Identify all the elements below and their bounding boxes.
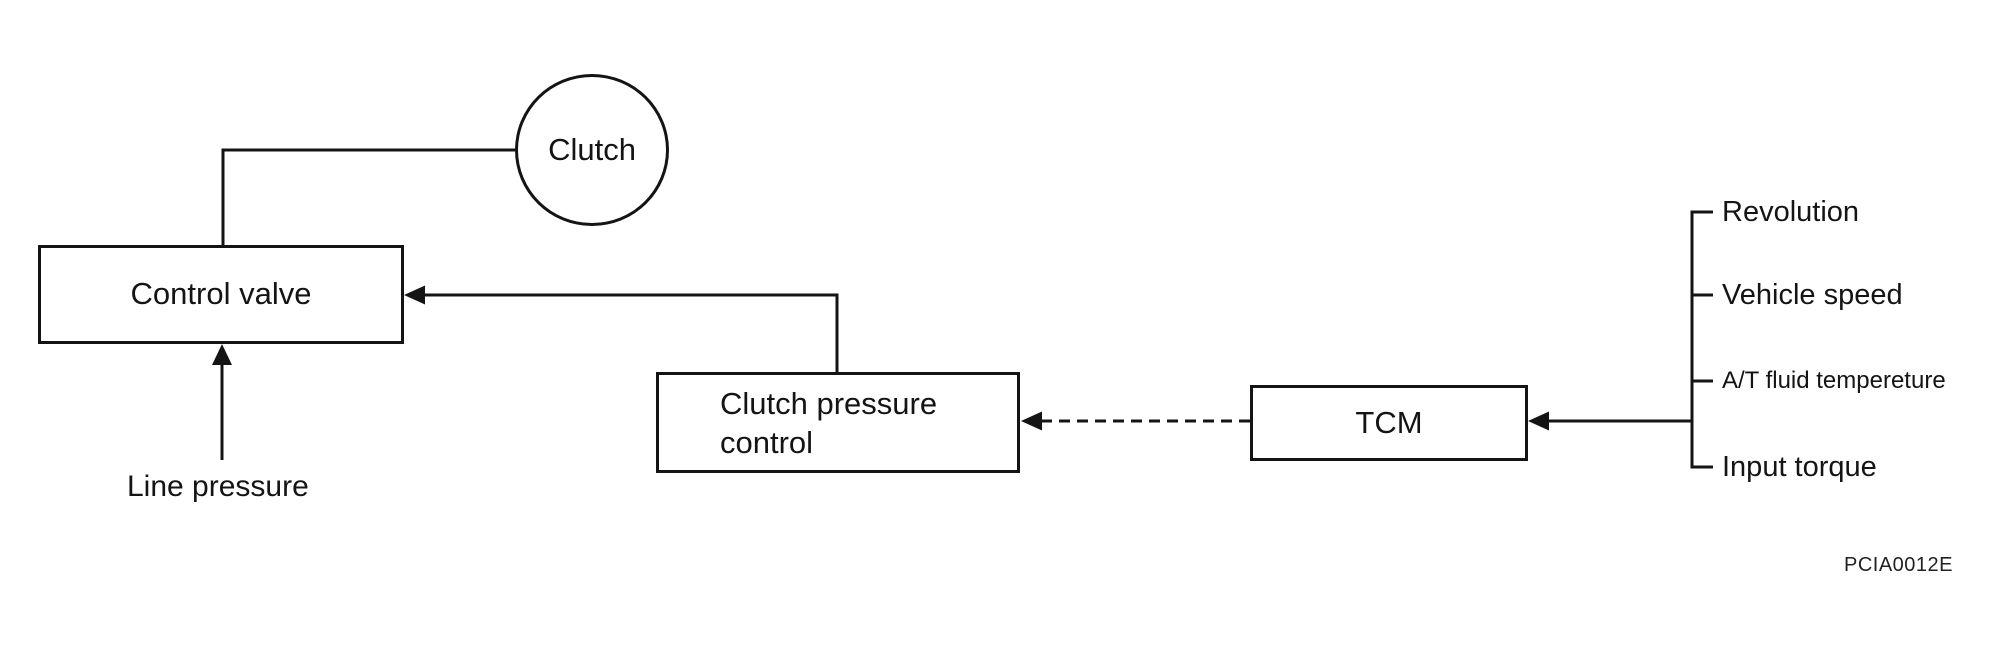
input-label-at-fluid-temperature: A/T fluid tempereture bbox=[1722, 367, 1946, 394]
clutch-pressure-control-node: Clutch pressure control bbox=[656, 372, 1020, 473]
input-label-vehicle-speed: Vehicle speed bbox=[1722, 279, 1903, 311]
clutch-pressure-control-node-label: Clutch pressure control bbox=[720, 385, 938, 460]
clutch-node: Clutch bbox=[515, 74, 669, 226]
arrowhead-into-cpc-icon bbox=[1021, 411, 1042, 431]
control-valve-node: Control valve bbox=[38, 245, 404, 344]
line-pressure-label: Line pressure bbox=[127, 470, 309, 503]
clutch-to-control-valve-line bbox=[221, 148, 515, 246]
arrowhead-into-control-valve-icon bbox=[404, 285, 425, 305]
tcm-node: TCM bbox=[1250, 385, 1528, 461]
clutch-node-label: Clutch bbox=[548, 131, 636, 167]
arrowhead-into-tcm-icon bbox=[1528, 411, 1549, 431]
input-label-revolution: Revolution bbox=[1722, 196, 1860, 228]
control-valve-node-label: Control valve bbox=[130, 276, 312, 312]
arrowhead-line-pressure-icon bbox=[212, 344, 232, 365]
input-label-input-torque: Input torque bbox=[1722, 451, 1877, 483]
cpc-to-control-valve-line bbox=[424, 293, 839, 373]
figure-code-label: PCIA0012E bbox=[1844, 554, 1954, 576]
tcm-node-label: TCM bbox=[1355, 404, 1423, 440]
